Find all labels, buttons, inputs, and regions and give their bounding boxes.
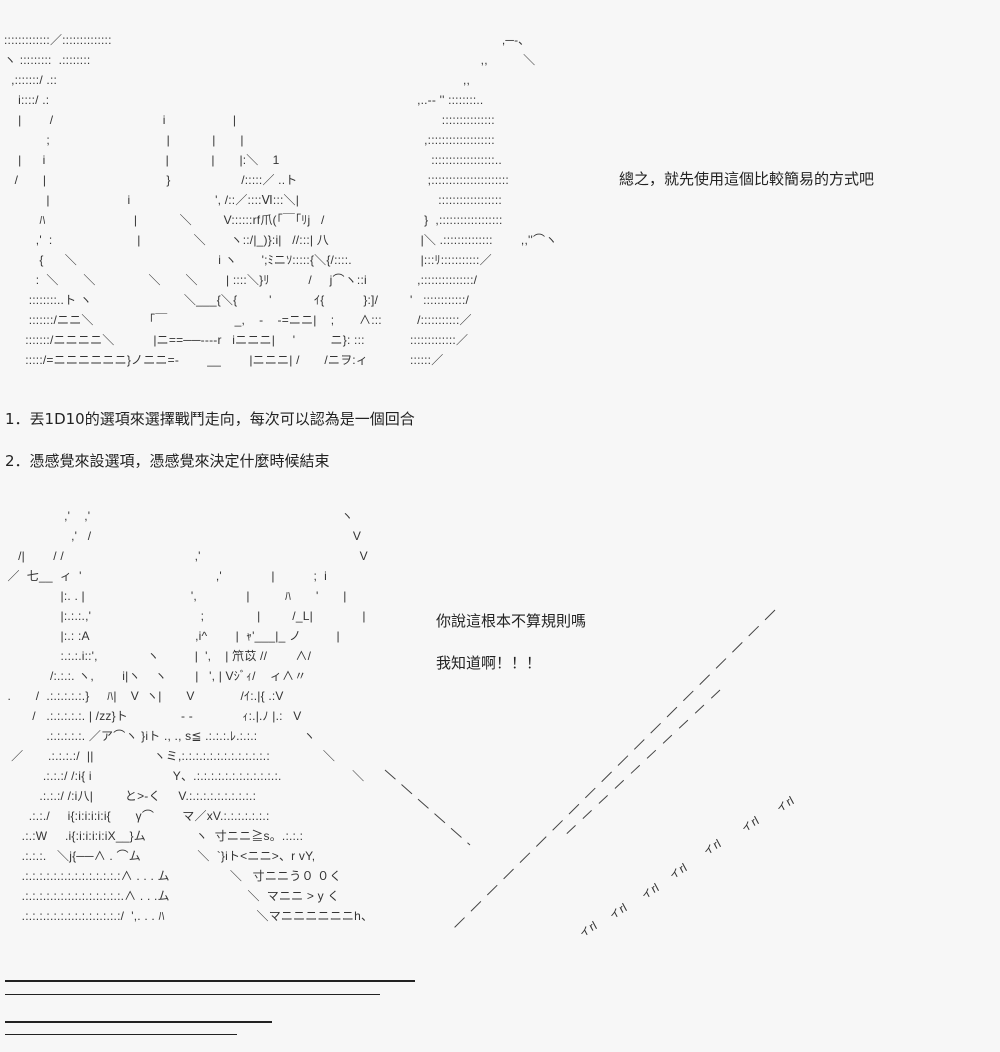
ascii-art-line: :.:.:.i::', ヽ | ', | 笊苡 // ∧/ — [4, 649, 312, 663]
ascii-art-line: ::::::／ — [410, 353, 444, 367]
divider-line — [5, 994, 380, 995]
ascii-art-line: ,' : | ＼ ヽ::/|_)}:i| //:::| 八 — [4, 233, 329, 247]
ascii-art-line: .:.:./ i{:i:i:i:i:i{ γ⌒ マ／xV.:.:.:.:.:.:… — [4, 809, 270, 823]
ascii-art-line: |:.: :A ,i^ | ｬ'___|_ ノ | — [4, 629, 340, 643]
ascii-art-line: | / i | — [4, 113, 237, 127]
ascii-art-line: :::::::/ニニニニ＼ |ニ==──----r iニニニ| ' ニ}: ::… — [4, 333, 365, 347]
ascii-art-line: /:.:.:. ヽ, i|ヽ ヽ | ', | Vｼﾞｨ/ ィ∧〃 — [4, 669, 307, 683]
ascii-art-line: .:.:.:/ /:i八| と>‐く V.:.:.:.:.:.:.:.:.:.: — [4, 789, 257, 803]
ascii-art-line: ,::::::::::::::::::: — [410, 133, 495, 147]
ascii-art-line: ,, — [410, 73, 471, 87]
ascii-art-line: ::::::::::::::::::.. — [410, 153, 502, 167]
ascii-art-line: .:.:W .i{:i:i:i:i:iX__}ム ヽ 寸ニニ≧s。.:.:.: — [4, 829, 304, 843]
ascii-art-line: ,:::::::/ .:: — [4, 73, 58, 87]
ascii-art-line: ::::::::::::::: — [410, 113, 495, 127]
ascii-art-line: / .:.:.:.:.:. | /zz}ト - - ｨ:.|.ﾉ |.: V — [4, 709, 302, 723]
ascii-art-line: ,, ＼ — [410, 53, 536, 67]
ascii-art-line: |:::ﾘ:::::::::::／ — [410, 253, 492, 267]
ascii-art-top-right: ,─‐､ ,, ＼ ,, ,..-- '' ::::::::.. :::::::… — [410, 30, 557, 370]
ascii-art-line: |＼ .:::::::::::::: ,,''⌒ヽ — [410, 233, 558, 247]
ascii-art-line: .:.:.:/ /:i{ i Y、.:.:.:.:.:.:.:.:.:.:.:.… — [4, 769, 365, 783]
divider-line — [5, 1034, 237, 1035]
ascii-art-line: .:.:.:. ＼j{──∧ . ⌒ム ＼ `}iト<ニニ>、r vY, — [4, 849, 316, 863]
ascii-art-line: ;:::::::::::::::::::::: — [410, 173, 509, 187]
ascii-art-line: ﾊ | ＼ V::::::rf爪(「￣｢ﾘj / — [4, 213, 325, 227]
ascii-art-line: / | } /:::::／ ..ト — [4, 173, 298, 187]
ascii-art-line: ' ::::::::::::/ — [410, 293, 470, 307]
rule-item-1: 1．丟1D10的選項來選擇戰鬥走向，每次可以認為是一個回合 — [5, 410, 415, 428]
ascii-art-line: :::::::::::::::::: — [410, 193, 502, 207]
ascii-art-line: .:.:.:.:.:.:.:.:.:.:.:.:.:.:∧ . . . ム ＼ … — [4, 869, 342, 883]
ascii-art-line: |:. . | ', | ﾊ ' | — [4, 589, 347, 603]
ascii-art-line: ::::::::..ト ヽ ＼___{＼{ ' ｲ{ }:]/ — [4, 293, 379, 307]
divider-line — [5, 1021, 272, 1023]
ascii-art-line: :::::::::::::／:::::::::::::: — [4, 33, 112, 47]
ascii-art-line: { ＼ i ヽ ';ﾐニｿ:::::{＼{/::::. — [4, 253, 352, 267]
ascii-art-line: | i | | |:＼ 1 — [4, 153, 280, 167]
ascii-art-line: /| / / ,' V — [4, 549, 368, 563]
ascii-art-line: ,..-- '' ::::::::.. — [410, 93, 484, 107]
speed-line — [384, 769, 471, 846]
ascii-art-top-left: :::::::::::::／::::::::::::::ヽ ::::::::: … — [4, 30, 382, 370]
dialogue-mid-2: 我知道啊！！！ — [436, 654, 542, 672]
ascii-art-bottom: ,' ,' ヽ ,' / V /| / / — [4, 506, 373, 926]
ascii-art-line: ／ .:.:.:.:/ || ヽミ,:.:.:.:.:.:.:.:.:.:.:.… — [4, 749, 336, 763]
ascii-art-line: ; | | | — [4, 133, 244, 147]
ascii-art-line: ,' / V — [4, 529, 362, 543]
ascii-art-line: /:::::::::::／ — [410, 313, 472, 327]
divider-line — [5, 980, 415, 982]
ascii-art-line: ,' ,' ヽ — [4, 509, 354, 523]
ascii-art-line: ,:::::::::::::::/ — [410, 273, 478, 287]
ascii-art-line: : ＼ ＼ ＼ ＼ | ::::＼}ﾘ / j⌒ヽ::i — [4, 273, 367, 287]
speed-line — [559, 689, 721, 841]
ascii-art-line: :::::/=ニニニニニニ}ノニニ=- __ |ニニニ| / /ニヲ:ィ — [4, 353, 369, 367]
dialogue-top: 總之，就先使用這個比較簡易的方式吧 — [619, 170, 875, 188]
ascii-art-line: .:.:.:.:.:.:.:.:.:.:.:.:.:.:/ ',. . . ﾊ … — [4, 909, 374, 923]
ascii-art-line: ／ 七__ ィ ' ,' | ; i — [4, 569, 328, 583]
rule-item-2: 2．憑感覺來設選項，憑感覺來決定什麼時候結束 — [5, 452, 330, 470]
dialogue-mid-1: 你說這根本不算規則嗎 — [436, 612, 587, 630]
speed-line — [451, 609, 776, 931]
ascii-art-line: .:.:.:.:.:. ／ア⌒ヽ }iト ., ., s≦ .:.:.:.ﾚ.:… — [4, 729, 316, 743]
ascii-art-line: ヽ ::::::::: .:::::::: — [4, 53, 91, 67]
ascii-art-line: | i ', /::／::::Ⅵ:::＼| — [4, 193, 300, 207]
ascii-art-line: . / .:.:.:.:.:.} ﾊ| V ヽ| V /ｲ:.|{ .:V — [4, 689, 284, 703]
ascii-art-line: .:.:.:.:.:.:.:.:.:.:.:.:.:.:.∧ . . .ム ＼ … — [4, 889, 340, 903]
ascii-art-line: i::::/ .: — [4, 93, 50, 107]
ascii-art-line: ,─‐､ — [410, 33, 525, 47]
ascii-art-line: :::::::/ニニ＼ 「￣ _, - -=ニニ| ; ∧::: — [4, 313, 382, 327]
ascii-art-line: } ,:::::::::::::::::: — [410, 213, 503, 227]
ascii-art-line: |:.:.:.,' ; | /_L| | — [4, 609, 366, 623]
ascii-art-line: :::::::::::::／ — [410, 333, 469, 347]
